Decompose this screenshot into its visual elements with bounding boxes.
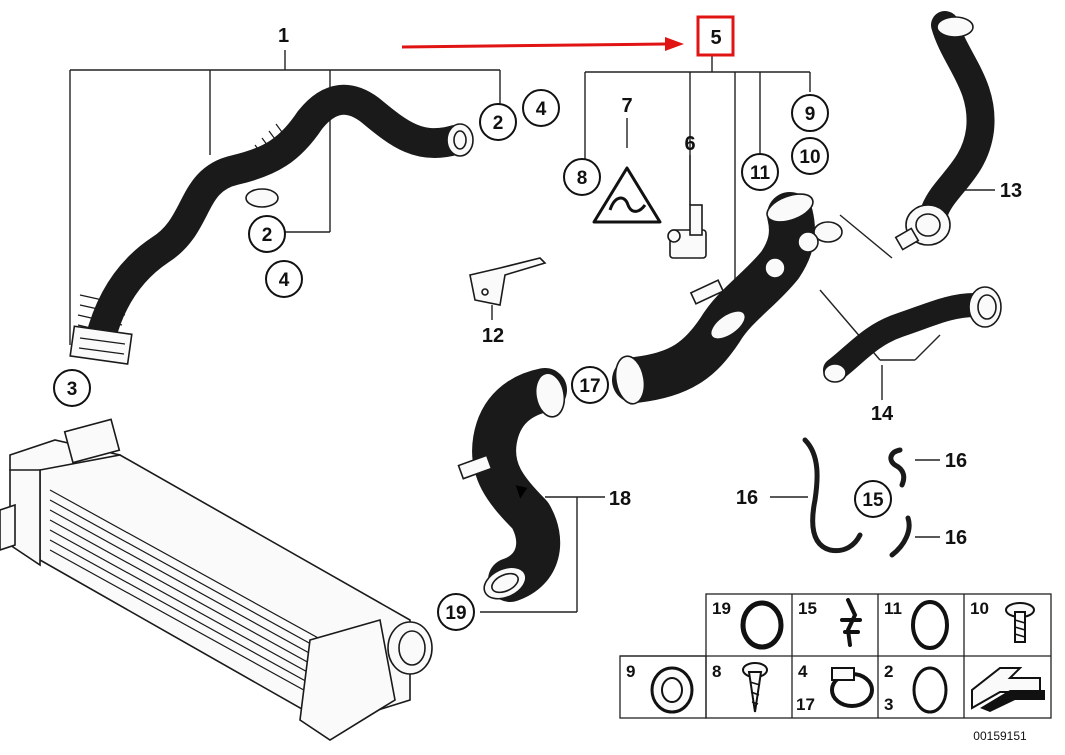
callout-4a: 4 xyxy=(536,99,547,120)
callout-8-circle xyxy=(563,158,601,196)
diagram-number: 00159151 xyxy=(973,729,1027,743)
callout-2a: 2 xyxy=(493,113,504,134)
callout-4b: 4 xyxy=(279,270,290,291)
callout-16a: 16 xyxy=(945,450,967,472)
callout-18: 18 xyxy=(609,488,631,510)
callout-9-circle xyxy=(791,94,829,132)
callout-16b: 16 xyxy=(736,487,758,509)
legend-cell-11-label: 11 xyxy=(884,599,902,618)
callout-1: 1 xyxy=(278,25,289,47)
legend-cell-17-label: 17 xyxy=(796,695,815,714)
grommet-icon xyxy=(650,666,694,714)
part-12-bracket xyxy=(469,257,547,306)
callout-3-circle xyxy=(53,369,91,407)
cooling-fins xyxy=(49,489,341,711)
callout-6: 6 xyxy=(684,133,695,155)
callout-15: 15 xyxy=(862,490,884,511)
flat-arrow-icon xyxy=(971,667,1045,712)
callout-2a-circle xyxy=(479,103,517,141)
hoses-16 xyxy=(802,437,912,558)
leader-lines xyxy=(69,50,995,613)
callout-7: 7 xyxy=(621,95,632,117)
bellows-ribs xyxy=(77,123,294,346)
legend-cell-15-label: 15 xyxy=(798,599,817,618)
o-ring-icon xyxy=(740,600,784,650)
legend-cell-19-label: 19 xyxy=(712,599,731,618)
callout-17-circle xyxy=(571,366,609,404)
highlight-annotation xyxy=(401,15,735,57)
callout-19-circle xyxy=(437,593,475,631)
hose-13 xyxy=(894,11,995,251)
callout-11-circle xyxy=(741,153,779,191)
warning-triangle-icon xyxy=(592,166,662,224)
intercooler xyxy=(0,418,433,741)
charge-air-pipe-lower xyxy=(457,368,567,602)
callout-12: 12 xyxy=(482,325,504,347)
callout-10: 10 xyxy=(799,147,820,168)
legend-cell-9-label: 9 xyxy=(626,662,635,681)
callout-19: 19 xyxy=(445,603,466,624)
callout-3: 3 xyxy=(67,379,78,400)
legend-cell-3-label: 3 xyxy=(884,695,893,714)
callout-16c: 16 xyxy=(945,527,967,549)
red-arrow-head xyxy=(665,37,684,51)
legend-cell-2-label: 2 xyxy=(884,662,893,681)
highlight-box-5 xyxy=(696,15,735,57)
callout-2b-circle xyxy=(248,215,286,253)
self-tapping-screw-icon xyxy=(742,662,768,713)
legend-cell-10-label: 10 xyxy=(970,599,989,618)
callout-8: 8 xyxy=(577,168,588,189)
callout-11: 11 xyxy=(750,163,771,184)
callouts: 1 2 4 2 4 3 5 7 6 8 11 9 10 12 13 14 17 … xyxy=(53,25,1022,631)
charge-air-hose-throttle xyxy=(612,192,843,405)
legend-cell-8-label: 8 xyxy=(712,662,721,681)
callout-13: 13 xyxy=(1000,180,1022,202)
callout-15-circle xyxy=(854,480,892,518)
callout-4b-circle xyxy=(265,260,303,298)
callout-4a-circle xyxy=(522,89,560,127)
parts-legend-grid: 19 15 11 10 9 8 4 17 xyxy=(619,593,1052,719)
part-6-sensor xyxy=(667,204,707,259)
callout-10-circle xyxy=(791,137,829,175)
legend-cell-4-label: 4 xyxy=(798,662,808,681)
red-arrow xyxy=(401,42,666,49)
hose-connector-icon xyxy=(840,598,862,647)
callout-17: 17 xyxy=(579,376,600,397)
screw-with-washer-icon xyxy=(1005,602,1035,643)
callout-5: 5 xyxy=(710,27,721,49)
callout-14: 14 xyxy=(871,403,894,425)
hose-clamp-icon xyxy=(830,667,874,708)
charge-air-hose-upper xyxy=(69,84,474,365)
callout-2b: 2 xyxy=(262,225,273,246)
callout-9: 9 xyxy=(805,104,816,125)
seal-ring-icon xyxy=(911,600,949,650)
gasket-ring-icon xyxy=(912,666,948,714)
hose-14 xyxy=(823,286,1002,383)
